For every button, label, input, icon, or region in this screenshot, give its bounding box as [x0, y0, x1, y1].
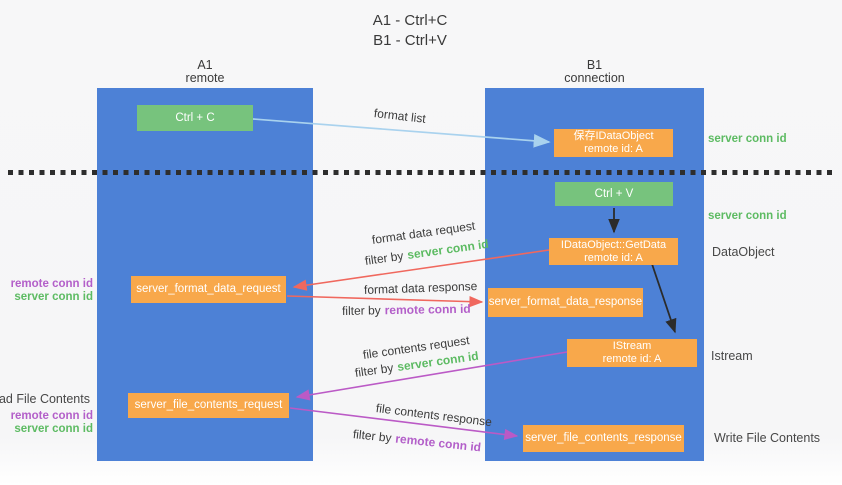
label-filter-by-3: filter by	[354, 360, 395, 380]
label-server-conn-id-filter-1: server conn id	[406, 236, 490, 262]
label-format-data-response: format data response	[363, 279, 478, 297]
label-filter-by-4: filter by	[352, 427, 393, 446]
annotation-server-conn-id-top: server conn id	[708, 133, 787, 145]
node-ctrl-c: Ctrl + C	[137, 105, 253, 131]
label-remote-conn-id-filter-1: remote conn id	[384, 301, 471, 318]
node-server-format-data-request-label: server_format_data_request	[136, 283, 281, 295]
annotation-remote-conn-id-2: remote conn id	[10, 410, 93, 422]
annotation-server-conn-id-1: server conn id	[14, 290, 93, 303]
annotation-conn-ids-format: remote conn id server conn id	[11, 278, 93, 303]
annotation-server-conn-id-mid: server conn id	[708, 210, 787, 222]
diagram-title: A1 - Ctrl+C B1 - Ctrl+V	[320, 11, 500, 51]
node-ctrl-v-label: Ctrl + V	[594, 187, 634, 200]
node-server-format-data-response: server_format_data_response	[488, 288, 643, 317]
annotation-server-conn-id-2: server conn id	[14, 422, 93, 435]
node-ctrl-c-label: Ctrl + C	[175, 111, 215, 124]
node-idataobject-getdata-line1: IDataObject::GetData	[560, 238, 667, 251]
title-line-1: A1 - Ctrl+C	[372, 12, 448, 29]
copy-paste-separator-line	[8, 170, 836, 175]
node-idataobject-getdata: IDataObject::GetData remote id: A	[549, 238, 678, 265]
node-ctrl-v: Ctrl + V	[555, 182, 673, 206]
node-save-idataobject-line2: remote id: A	[584, 143, 643, 155]
lifeline-header-a1: A1 remote	[97, 59, 313, 85]
node-server-file-contents-request-label: server_file_contents_request	[134, 399, 283, 411]
node-server-file-contents-request: server_file_contents_request	[128, 393, 289, 418]
annotation-conn-ids-file: remote conn id server conn id	[11, 410, 93, 435]
node-server-format-data-response-label: server_format_data_response	[488, 296, 643, 308]
node-save-idataobject-line1: 保存IDataObject	[573, 130, 654, 142]
annotation-istream: Istream	[711, 349, 753, 363]
label-remote-conn-id-filter-2: remote conn id	[394, 431, 482, 455]
lifeline-header-b1: B1 connection	[485, 59, 704, 85]
annotation-dataobject: DataObject	[712, 245, 775, 259]
annotation-write-file-contents: Write File Contents	[714, 431, 821, 445]
node-server-format-data-request: server_format_data_request	[131, 276, 286, 303]
node-server-file-contents-response: server_file_contents_response	[523, 425, 684, 452]
node-idataobject-getdata-line2: remote id: A	[584, 251, 643, 264]
node-istream-line2: remote id: A	[602, 353, 662, 365]
label-filter-by-1: filter by	[364, 248, 405, 268]
node-istream-line1: IStream	[612, 340, 652, 352]
lifeline-a1-name: A1	[197, 58, 213, 72]
label-file-contents-response: file contents response	[375, 401, 493, 430]
node-istream: IStream remote id: A	[567, 339, 697, 367]
label-format-list: format list	[373, 106, 427, 126]
node-server-file-contents-response-label: server_file_contents_response	[525, 432, 682, 444]
title-line-2: B1 - Ctrl+V	[373, 32, 447, 49]
label-filter-by-2: filter by	[341, 303, 381, 318]
lifeline-b1-name: B1	[586, 58, 603, 72]
lifeline-b1-subtitle: connection	[564, 71, 625, 85]
lifeline-a1-subtitle: remote	[185, 71, 225, 85]
annotation-remote-conn-id-1: remote conn id	[10, 278, 93, 290]
annotation-read-file-contents: Read File Contents	[0, 392, 90, 406]
node-save-idataobject: 保存IDataObject remote id: A	[554, 129, 673, 157]
